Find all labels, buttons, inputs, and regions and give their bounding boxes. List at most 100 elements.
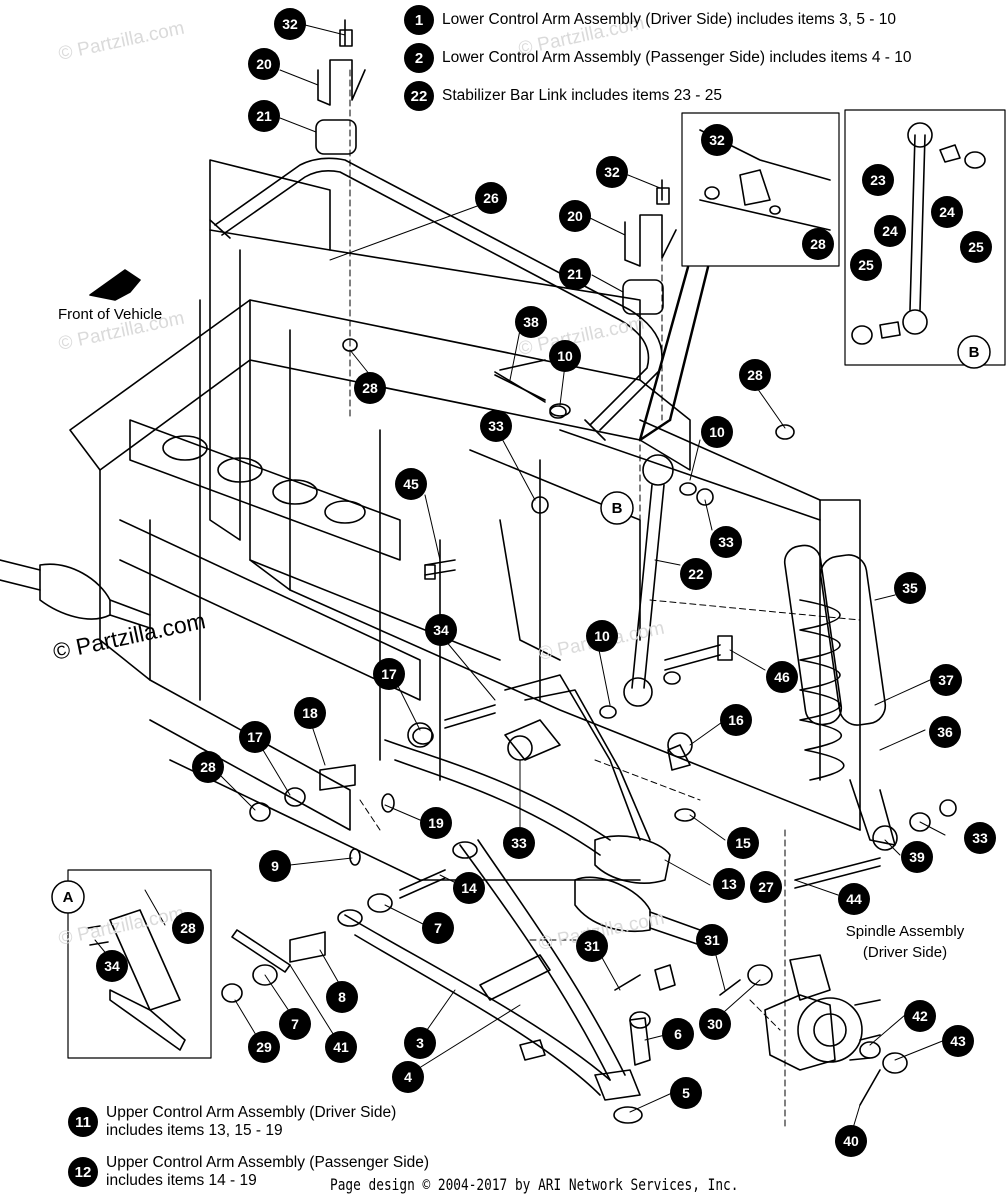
callout-21: 21 <box>248 100 280 132</box>
callout-badge <box>904 1000 936 1032</box>
callout-number: 41 <box>333 1039 349 1055</box>
callout-number: 10 <box>709 424 725 440</box>
callout-badge <box>192 751 224 783</box>
callout-17: 17 <box>373 658 405 690</box>
callout-badge <box>720 704 752 736</box>
callout-number: 10 <box>557 348 573 364</box>
legend-badge: 2 <box>404 43 434 73</box>
callout-13: 13 <box>713 868 745 900</box>
callout-24: 24 <box>874 215 906 247</box>
callout-36: 36 <box>929 716 961 748</box>
leader-lines <box>349 69 861 1131</box>
callout-leaders <box>94 24 946 1139</box>
callout-number: 34 <box>433 622 449 638</box>
detail-a-marker: A <box>63 889 74 906</box>
callout-6: 6 <box>662 1018 694 1050</box>
callout-number: 14 <box>461 880 477 896</box>
bushing-bracket-left <box>315 19 366 155</box>
front-of-vehicle-label: Front of Vehicle <box>58 306 162 323</box>
callout-20: 20 <box>248 48 280 80</box>
callout-number: 36 <box>937 724 953 740</box>
callout-33: 33 <box>710 526 742 558</box>
detail-callouts: B B A <box>51 335 991 914</box>
callout-number: 38 <box>523 314 539 330</box>
drive-axles <box>0 559 701 946</box>
watermark-1: © Partzilla.com <box>57 18 187 65</box>
callout-badge <box>404 1027 436 1059</box>
callout-number: 22 <box>688 566 704 582</box>
callout-badge <box>559 258 591 290</box>
legend-item-2: 2 Lower Control Arm Assembly (Passenger … <box>404 43 912 73</box>
legend-text: Lower Control Arm Assembly (Driver Side)… <box>442 11 896 28</box>
callout-27: 27 <box>750 871 782 903</box>
legend-badge: 1 <box>404 5 434 35</box>
callout-badge <box>294 697 326 729</box>
callout-badge <box>838 883 870 915</box>
bushing-bracket-center <box>622 179 677 315</box>
stabilizer-link <box>494 359 674 707</box>
callout-number: 28 <box>747 367 763 383</box>
callout-badge <box>422 912 454 944</box>
shock-absorber <box>783 544 898 851</box>
callout-30: 30 <box>699 1008 731 1040</box>
callout-number: 28 <box>180 920 196 936</box>
callout-badge <box>453 872 485 904</box>
callout-badge <box>680 558 712 590</box>
callout-number: 31 <box>704 932 720 948</box>
frame-chassis <box>69 159 861 881</box>
callout-34: 34 <box>96 950 128 982</box>
upper-control-arm <box>384 674 671 884</box>
callout-number: 9 <box>271 858 279 874</box>
lower-control-arm <box>337 839 641 1101</box>
callout-badge <box>475 182 507 214</box>
callout-38: 38 <box>515 306 547 338</box>
page-footer: Page design © 2004-2017 by ARI Network S… <box>330 1175 739 1194</box>
callout-badge <box>699 1008 731 1040</box>
legend-line1: Upper Control Arm Assembly (Passenger Si… <box>106 1154 430 1171</box>
callout-15: 15 <box>727 827 759 859</box>
callout-number: 24 <box>939 204 955 220</box>
callout-badge <box>766 661 798 693</box>
callout-28: 28 <box>739 359 771 391</box>
callout-number: 28 <box>810 236 826 252</box>
callout-number: 16 <box>728 712 744 728</box>
callout-43: 43 <box>942 1025 974 1057</box>
callout-number: 31 <box>584 938 600 954</box>
callout-number: 29 <box>256 1039 272 1055</box>
callout-number: 13 <box>721 876 737 892</box>
callout-badge <box>354 372 386 404</box>
callout-29: 29 <box>248 1031 280 1063</box>
callout-badge <box>96 950 128 982</box>
hardware-parts <box>221 338 957 1124</box>
callout-badge <box>713 868 745 900</box>
callout-badge <box>894 572 926 604</box>
callout-badge <box>701 416 733 448</box>
spindle-assembly <box>764 954 881 1071</box>
callout-number: 5 <box>682 1085 690 1101</box>
legend-item-22: 22 Stabilizer Bar Link includes items 23… <box>404 81 722 111</box>
callout-badge <box>279 1008 311 1040</box>
callout-32: 32 <box>274 8 306 40</box>
callout-7: 7 <box>279 1008 311 1040</box>
callout-badge <box>420 807 452 839</box>
callout-badge <box>696 924 728 956</box>
callout-45: 45 <box>395 468 427 500</box>
callout-number: 7 <box>291 1016 299 1032</box>
callout-badge <box>701 124 733 156</box>
callout-number: 20 <box>567 208 583 224</box>
callout-3: 3 <box>404 1027 436 1059</box>
callout-badge <box>274 8 306 40</box>
callout-badge <box>259 850 291 882</box>
callout-number: 46 <box>774 669 790 685</box>
callout-number: 20 <box>256 56 272 72</box>
callout-number: 8 <box>338 989 346 1005</box>
legend-item-1: 1 Lower Control Arm Assembly (Driver Sid… <box>404 5 896 35</box>
callout-number: 25 <box>968 239 984 255</box>
callout-number: 33 <box>718 534 734 550</box>
callout-number: 15 <box>735 835 751 851</box>
callout-8: 8 <box>326 981 358 1013</box>
detail-b-marker: B <box>612 500 623 517</box>
callout-28: 28 <box>354 372 386 404</box>
callout-badge <box>835 1125 867 1157</box>
callout-badge <box>239 721 271 753</box>
